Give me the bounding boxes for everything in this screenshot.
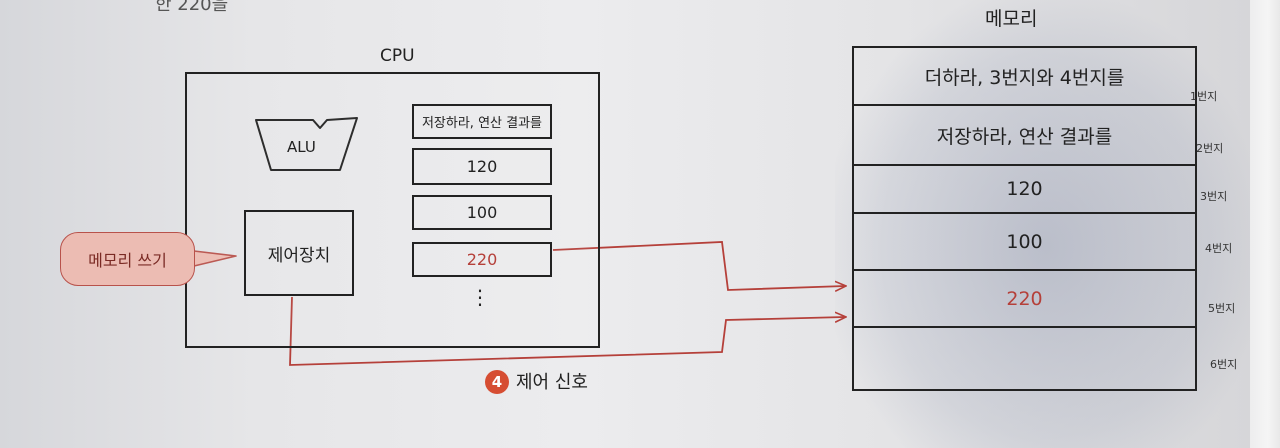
memory-cell-content: 220 xyxy=(1006,287,1043,310)
memory-cell-1: 더하라, 3번지와 4번지를 xyxy=(854,48,1195,106)
memory-box: 더하라, 3번지와 4번지를 저장하라, 연산 결과를 120 100 220 xyxy=(852,46,1197,391)
memory-cell-content: 100 xyxy=(1006,230,1043,253)
register-ellipsis: ⋮ xyxy=(470,285,490,309)
register-value: 220 xyxy=(466,250,498,269)
control-signal-arrow xyxy=(289,296,845,366)
register-2: 100 xyxy=(412,195,552,230)
memory-title: 메모리 xyxy=(985,8,1038,30)
control-signal-label: 제어 신호 xyxy=(516,372,588,393)
control-unit-label: 제어장치 xyxy=(267,245,331,266)
callout-text: 메모리 쓰기 xyxy=(88,251,167,270)
address-label-6: 6번지 xyxy=(1210,358,1238,371)
control-unit: 제어장치 xyxy=(244,210,354,296)
memory-cell-3: 120 xyxy=(854,166,1195,214)
data-arrow xyxy=(552,241,845,290)
address-label-2: 2번지 xyxy=(1196,142,1224,155)
register-value: 100 xyxy=(466,203,498,222)
cropped-top-text: 한 220을 xyxy=(155,0,229,15)
alu-shape xyxy=(255,117,358,171)
register-1: 120 xyxy=(412,148,552,185)
address-label-5: 5번지 xyxy=(1208,302,1236,315)
register-3: 220 xyxy=(412,242,552,277)
memory-cell-6 xyxy=(854,328,1195,389)
memory-cell-content: 120 xyxy=(1006,178,1043,200)
address-label-1: 1번지 xyxy=(1190,90,1218,103)
register-0: 저장하라, 연산 결과를 xyxy=(412,104,552,139)
page-edge xyxy=(1250,0,1280,448)
memory-cell-2: 저장하라, 연산 결과를 xyxy=(854,106,1195,166)
memory-cell-content: 저장하라, 연산 결과를 xyxy=(936,125,1113,148)
memory-cell-5: 220 xyxy=(854,271,1195,328)
register-value: 120 xyxy=(466,157,498,176)
register-value: 저장하라, 연산 결과를 xyxy=(421,116,543,131)
address-label-3: 3번지 xyxy=(1200,190,1228,203)
memory-write-callout: 메모리 쓰기 xyxy=(60,232,195,286)
photo-shadow xyxy=(835,0,1255,448)
memory-cell-4: 100 xyxy=(854,214,1195,271)
cpu-title: CPU xyxy=(380,46,415,66)
alu-label: ALU xyxy=(287,138,316,156)
step-number-badge: 4 xyxy=(485,370,509,394)
address-label-4: 4번지 xyxy=(1205,242,1233,255)
memory-cell-content: 더하라, 3번지와 4번지를 xyxy=(924,66,1125,89)
